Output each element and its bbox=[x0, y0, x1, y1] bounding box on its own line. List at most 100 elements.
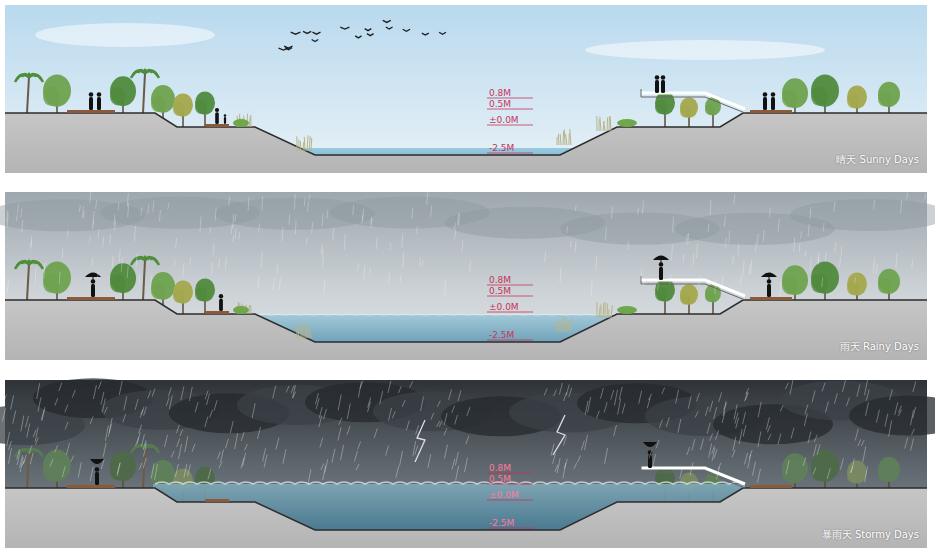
rain-streak bbox=[805, 251, 806, 257]
rain-streak bbox=[235, 433, 238, 449]
water-level-label: ±0.0M bbox=[489, 490, 519, 500]
rain-streak bbox=[400, 275, 401, 283]
reed bbox=[600, 117, 601, 131]
bench-platform bbox=[750, 485, 792, 488]
rain-streak bbox=[141, 207, 142, 216]
rain-streak bbox=[861, 440, 864, 446]
reed bbox=[607, 117, 609, 131]
rain-streak bbox=[29, 446, 32, 455]
rain-streak bbox=[380, 391, 383, 404]
tree-crown bbox=[878, 457, 900, 482]
rain-streak bbox=[277, 264, 278, 273]
water-level-label: ±0.0M bbox=[489, 302, 519, 312]
palm-trunk bbox=[143, 260, 145, 300]
reed bbox=[303, 142, 305, 151]
rain-streak bbox=[367, 402, 370, 413]
rain-streak bbox=[758, 431, 761, 446]
rain-streak bbox=[139, 463, 142, 470]
rain-streak bbox=[50, 459, 53, 466]
rain-streak bbox=[710, 401, 713, 412]
rain-streak bbox=[559, 383, 562, 394]
rain-streak bbox=[181, 387, 184, 401]
rain-streak bbox=[306, 238, 307, 245]
rain-streak bbox=[740, 276, 741, 284]
shrub bbox=[617, 306, 637, 314]
rain-streak bbox=[309, 194, 310, 201]
palm-frond bbox=[145, 258, 159, 265]
cloud bbox=[585, 40, 825, 60]
rain-streak bbox=[213, 243, 214, 255]
rain-streak bbox=[229, 197, 230, 207]
reed bbox=[570, 129, 571, 145]
rain-streak bbox=[600, 388, 603, 399]
tree-crown bbox=[110, 274, 126, 292]
reed bbox=[296, 327, 297, 338]
rain-streak bbox=[851, 459, 854, 473]
tree-crown bbox=[173, 94, 193, 117]
rain-streak bbox=[873, 258, 874, 273]
tree-crown bbox=[680, 97, 698, 118]
rain-streak bbox=[454, 223, 455, 230]
person-silhouette bbox=[767, 284, 771, 297]
rain-streak bbox=[805, 405, 808, 415]
rain-streak bbox=[114, 215, 115, 226]
rain-streak bbox=[178, 444, 181, 459]
rain-streak bbox=[347, 404, 350, 419]
rain-streak bbox=[184, 464, 187, 478]
panel-caption: 暴雨天 Stormy Days bbox=[822, 528, 919, 542]
bird bbox=[340, 27, 349, 29]
reed bbox=[596, 302, 597, 318]
rain-streak bbox=[189, 387, 192, 401]
rain-streak bbox=[325, 459, 328, 472]
umbrella-handle bbox=[661, 260, 662, 266]
reed bbox=[304, 137, 306, 151]
umbrella bbox=[90, 459, 104, 464]
tree-crown bbox=[782, 89, 798, 107]
rain-streak bbox=[358, 382, 361, 398]
rain-streak bbox=[876, 264, 877, 274]
rain-streak bbox=[396, 466, 399, 478]
rain-streak bbox=[716, 430, 719, 439]
rain-streak bbox=[144, 443, 147, 457]
rain-streak bbox=[662, 387, 665, 394]
rain-streak bbox=[67, 230, 68, 237]
rain-streak bbox=[258, 276, 259, 288]
rain-streak bbox=[136, 253, 137, 266]
palm-frond bbox=[133, 257, 145, 262]
rain-streak bbox=[59, 272, 60, 285]
section-panel: 暴雨天 Stormy Days bbox=[5, 380, 927, 548]
rain-streak bbox=[670, 274, 671, 283]
rain-streak bbox=[912, 260, 913, 268]
reed bbox=[298, 324, 299, 338]
rain-streak bbox=[885, 414, 888, 427]
rain-streak bbox=[151, 275, 152, 287]
reed bbox=[600, 304, 601, 318]
rain-streak bbox=[841, 246, 842, 256]
rain-streak bbox=[563, 463, 566, 479]
tree-crown bbox=[110, 462, 126, 480]
rain-streak bbox=[456, 466, 459, 481]
rain-streak bbox=[714, 449, 717, 458]
rain-streak bbox=[324, 280, 325, 294]
rain-streak bbox=[659, 419, 662, 428]
rain-streak bbox=[455, 452, 458, 465]
rain-streak bbox=[622, 403, 625, 414]
rain-streak bbox=[289, 214, 290, 225]
reed bbox=[603, 121, 604, 131]
rain-streak bbox=[896, 253, 897, 268]
rain-streak bbox=[822, 383, 825, 392]
rain-streak bbox=[751, 260, 752, 274]
rain-streak bbox=[722, 275, 723, 285]
rain-streak bbox=[899, 406, 902, 413]
person-head bbox=[661, 75, 666, 80]
rain-streak bbox=[744, 392, 747, 402]
reed bbox=[250, 115, 251, 127]
reed bbox=[249, 116, 250, 127]
rain-streak bbox=[638, 208, 639, 215]
tree-crown bbox=[878, 91, 891, 106]
rain-streak bbox=[416, 226, 417, 233]
rain-streak bbox=[889, 420, 892, 436]
bench-platform bbox=[67, 485, 115, 488]
rain-streak bbox=[643, 277, 644, 286]
rain-streak bbox=[235, 214, 236, 222]
